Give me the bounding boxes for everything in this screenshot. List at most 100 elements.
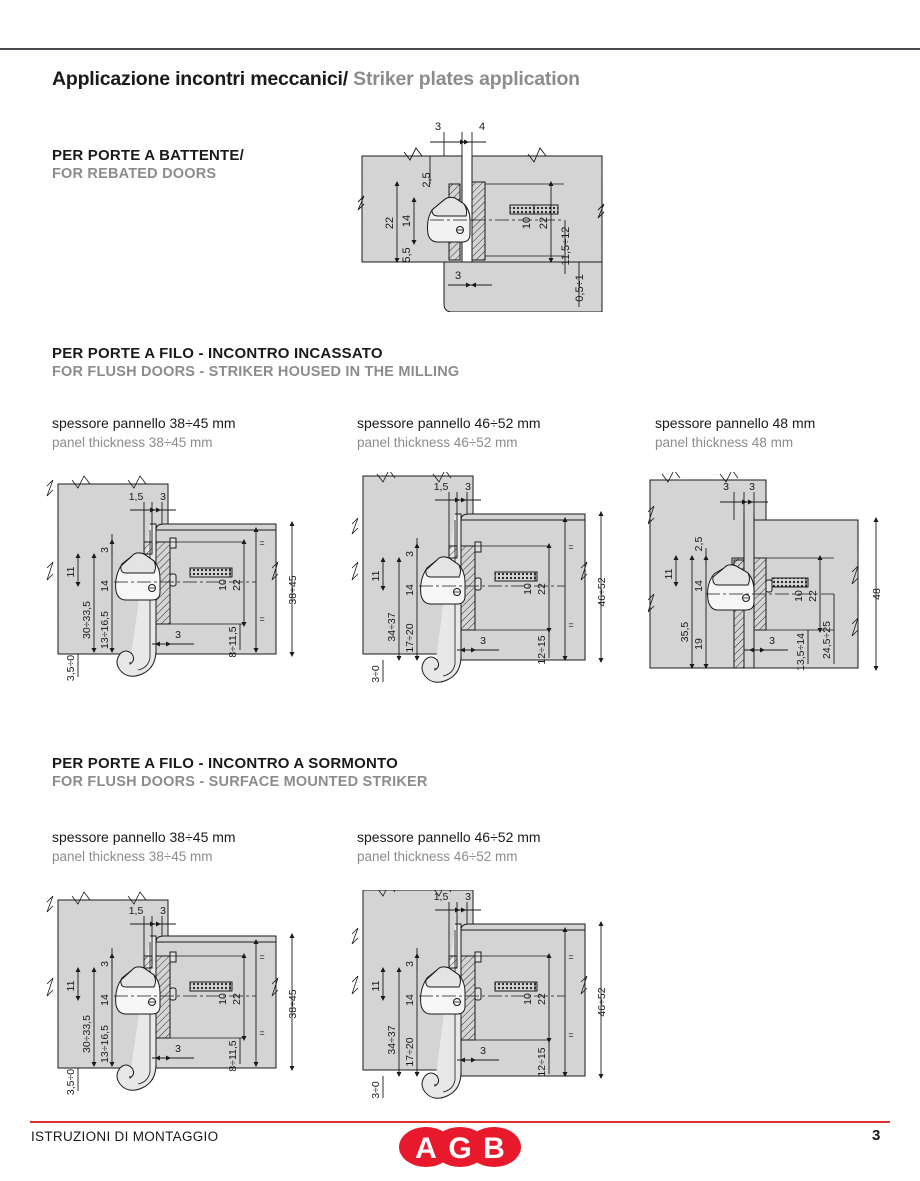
footer-label: ISTRUZIONI DI MONTAGGIO bbox=[31, 1129, 219, 1144]
page-title-english: Striker plates application bbox=[353, 68, 580, 90]
page-number: 3 bbox=[872, 1127, 881, 1144]
symbol-equal-top-2: = bbox=[568, 542, 573, 552]
dim-flush1-8-115: 8÷11,5 bbox=[227, 626, 239, 657]
dim-surface1-13-165: 13÷16,5 bbox=[99, 1025, 111, 1063]
dim-surface1-35-0: 3,5÷0 bbox=[65, 1069, 77, 1095]
dim-surface2-15: 1,5 bbox=[434, 891, 449, 903]
section-heading-flush-housed: PER PORTE A FILO - INCONTRO INCASSATO FO… bbox=[52, 344, 459, 382]
symbol-equal-bottom-3: = bbox=[259, 1028, 264, 1038]
top-divider bbox=[0, 48, 920, 50]
dim-rebated-55: 5,5 bbox=[401, 247, 413, 262]
dim-flush2-total: 46÷52 bbox=[596, 577, 608, 606]
dim-surface1-8-115: 8÷11,5 bbox=[227, 1040, 239, 1071]
diagram-flush-housed-38-45: 1,5 3 11 3 30÷33,5 14 13÷16,5 3,5÷0 10 2… bbox=[44, 472, 329, 687]
caption-2-english: panel thickness 46÷52 mm bbox=[357, 435, 518, 450]
dim-flush2-34-37: 34÷37 bbox=[386, 612, 398, 641]
section-heading-flush-housed-english: FOR FLUSH DOORS - STRIKER HOUSED IN THE … bbox=[52, 364, 460, 380]
dim-flush1-3-top: 3 bbox=[160, 491, 166, 503]
caption-3-italian: spessore pannello 48 mm bbox=[655, 415, 816, 431]
dim-surface2-14: 14 bbox=[404, 994, 416, 1006]
dim-surface2-3-top: 3 bbox=[465, 891, 471, 903]
logo-letter-a: A bbox=[415, 1132, 437, 1165]
dim-flush3-245-25: 24,5÷25 bbox=[821, 621, 833, 659]
dim-surface2-17-20: 17÷20 bbox=[404, 1037, 416, 1066]
dim-flush3-11: 11 bbox=[663, 568, 675, 579]
dim-flush3-135-14: 13,5÷14 bbox=[795, 633, 807, 671]
dim-rebated-115-12: 11,5÷12 bbox=[560, 227, 572, 266]
section-heading-flush-surface: PER PORTE A FILO - INCONTRO A SORMONTO F… bbox=[52, 754, 428, 792]
diagram-flush-housed-46-52: 1,5 3 11 3 34÷37 14 17÷20 3÷0 10 22 12÷1… bbox=[349, 472, 634, 687]
dim-flush1-3-inner: 3 bbox=[99, 547, 111, 553]
section-heading-flush-surface-italian: PER PORTE A FILO - INCONTRO A SORMONTO bbox=[52, 755, 398, 772]
dim-flush1-total: 38÷45 bbox=[287, 575, 299, 604]
dim-flush1-14: 14 bbox=[99, 580, 111, 592]
symbol-equal-top-1: = bbox=[259, 538, 264, 548]
dim-surface1-30-335: 30÷33,5 bbox=[81, 1015, 93, 1053]
footer-divider bbox=[30, 1121, 890, 1123]
caption-4-english: panel thickness 38÷45 mm bbox=[52, 849, 213, 864]
dim-flush2-3-0: 3÷0 bbox=[370, 665, 382, 683]
section-heading-rebated: PER PORTE A BATTENTE/ FOR REBATED DOORS bbox=[52, 146, 244, 184]
dim-surface1-22: 22 bbox=[231, 993, 243, 1005]
dim-rebated-22-left: 22 bbox=[384, 217, 396, 229]
dim-flush3-3b: 3 bbox=[749, 481, 755, 493]
caption-panel-thickness-3: spessore pannello 48 mm panel thickness … bbox=[655, 414, 815, 452]
caption-5-english: panel thickness 46÷52 mm bbox=[357, 849, 518, 864]
diagram-flush-housed-48: 3 3 2,5 11 14 35,5 19 10 22 13,5÷14 24,5… bbox=[648, 472, 898, 672]
symbol-equal-bottom-4: = bbox=[568, 1030, 573, 1040]
dim-rebated-10: 10 bbox=[521, 217, 533, 229]
dim-flush2-12-15: 12÷15 bbox=[536, 635, 548, 664]
dim-rebated-3-bottom: 3 bbox=[455, 270, 461, 282]
dim-rebated-22-right: 22 bbox=[538, 217, 550, 229]
dim-flush1-3-bottom: 3 bbox=[175, 629, 181, 641]
dim-flush2-22: 22 bbox=[536, 583, 548, 595]
dim-surface1-11: 11 bbox=[65, 980, 77, 991]
dim-flush2-11: 11 bbox=[370, 570, 382, 581]
dim-surface2-34-37: 34÷37 bbox=[386, 1025, 398, 1054]
dim-flush3-355: 35,5 bbox=[679, 622, 691, 643]
dim-flush2-10: 10 bbox=[522, 583, 534, 595]
dim-flush1-30-335: 30÷33,5 bbox=[81, 601, 93, 639]
section-heading-flush-surface-english: FOR FLUSH DOORS - SURFACE MOUNTED STRIKE… bbox=[52, 774, 428, 790]
dim-rebated-25: 2,5 bbox=[421, 172, 433, 187]
dim-flush3-total: 48 bbox=[871, 588, 883, 600]
caption-panel-thickness-1: spessore pannello 38÷45 mm panel thickne… bbox=[52, 414, 236, 452]
dim-flush3-25: 2,5 bbox=[693, 537, 705, 552]
dim-flush1-13-165: 13÷16,5 bbox=[99, 611, 111, 649]
dim-flush3-22: 22 bbox=[807, 590, 819, 602]
caption-4-italian: spessore pannello 38÷45 mm bbox=[52, 829, 236, 845]
dim-surface2-3-bottom: 3 bbox=[480, 1045, 486, 1057]
dim-flush3-19: 19 bbox=[693, 638, 705, 650]
page-title: Applicazione incontri meccanici/ Striker… bbox=[52, 68, 580, 91]
page-title-italian: Applicazione incontri meccanici/ bbox=[52, 68, 348, 90]
symbol-equal-bottom-2: = bbox=[568, 620, 573, 630]
dim-flush2-15: 1,5 bbox=[434, 481, 449, 493]
dim-surface2-3-0: 3÷0 bbox=[370, 1081, 382, 1099]
dim-surface1-3-inner: 3 bbox=[99, 961, 111, 967]
logo-letter-b: B bbox=[483, 1132, 505, 1165]
section-heading-rebated-italian: PER PORTE A BATTENTE/ bbox=[52, 147, 244, 164]
dim-surface2-11: 11 bbox=[370, 980, 382, 991]
caption-1-italian: spessore pannello 38÷45 mm bbox=[52, 415, 236, 431]
section-heading-rebated-english: FOR REBATED DOORS bbox=[52, 166, 217, 182]
caption-1-english: panel thickness 38÷45 mm bbox=[52, 435, 213, 450]
dim-flush1-15: 1,5 bbox=[129, 491, 144, 503]
symbol-equal-bottom-1: = bbox=[259, 614, 264, 624]
dim-flush1-35-0: 3,5÷0 bbox=[65, 655, 77, 681]
dim-surface1-14: 14 bbox=[99, 994, 111, 1006]
dim-surface1-10: 10 bbox=[217, 993, 229, 1005]
dim-flush3-3a: 3 bbox=[723, 481, 729, 493]
symbol-equal-top-3: = bbox=[259, 952, 264, 962]
diagram-flush-surface-38-45: 1,5 3 11 3 30÷33,5 14 13÷16,5 3,5÷0 10 2… bbox=[44, 890, 329, 1105]
caption-panel-thickness-2: spessore pannello 46÷52 mm panel thickne… bbox=[357, 414, 541, 452]
dim-surface1-total: 38÷45 bbox=[287, 989, 299, 1018]
symbol-equal-top-4: = bbox=[568, 952, 573, 962]
dim-flush2-3-bottom: 3 bbox=[480, 635, 486, 647]
dim-surface1-15: 1,5 bbox=[129, 905, 144, 917]
caption-3-english: panel thickness 48 mm bbox=[655, 435, 794, 450]
dim-rebated-3-top: 3 bbox=[435, 122, 441, 133]
dim-surface1-3-bottom: 3 bbox=[175, 1043, 181, 1055]
dim-flush2-3-inner: 3 bbox=[404, 551, 416, 557]
dim-surface2-3-inner: 3 bbox=[404, 961, 416, 967]
